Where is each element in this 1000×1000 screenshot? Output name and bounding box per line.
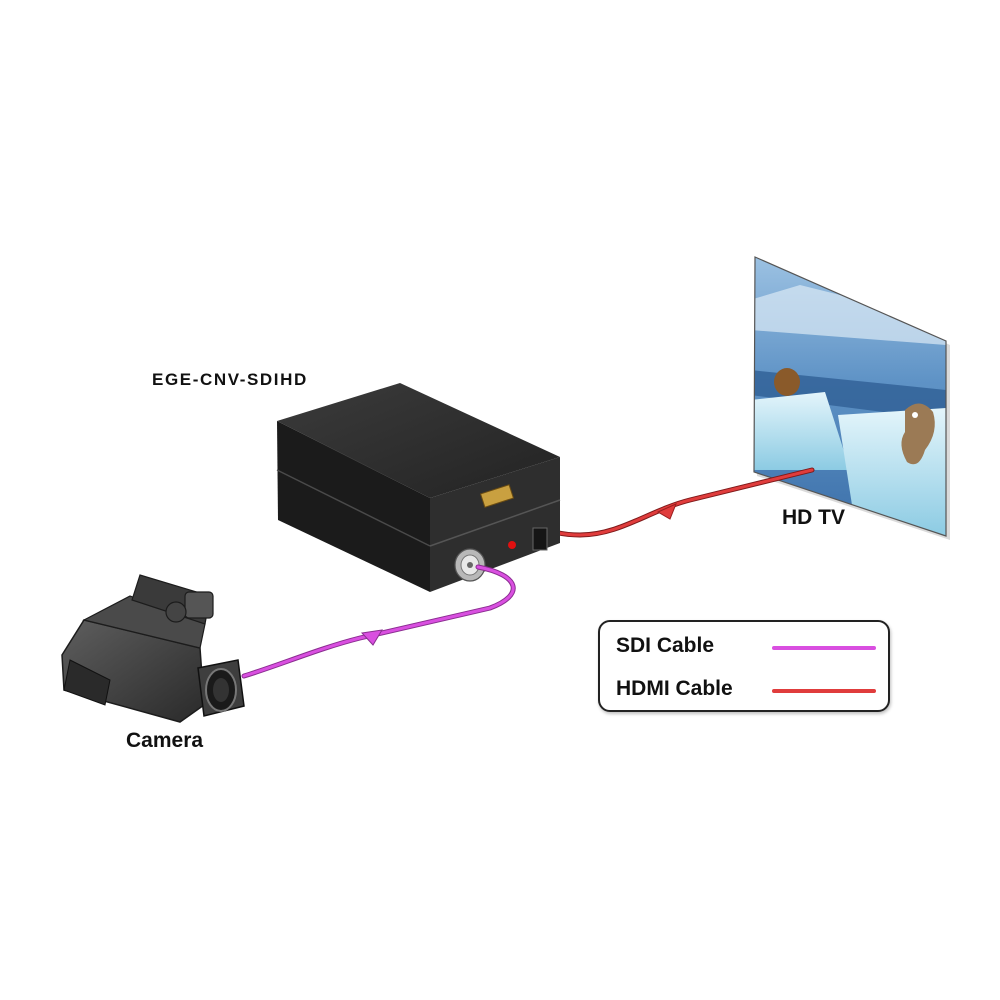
cable-legend: SDI Cable HDMI Cable: [598, 620, 890, 712]
device-model-label: EGE-CNV-SDIHD: [152, 370, 308, 389]
tv-label: HD TV: [782, 506, 845, 529]
legend-label-hdmi: HDMI Cable: [616, 677, 733, 700]
tv-screen-icon: [753, 256, 950, 540]
sdi-cable: [241, 564, 516, 679]
hdmi-port-icon: [479, 484, 515, 508]
legend-label-sdi: SDI Cable: [616, 634, 715, 657]
legend-swatch-hdmi: [772, 689, 876, 693]
sdi-direction-arrow: [360, 629, 383, 646]
power-led-icon: [508, 541, 516, 549]
camcorder-icon: [61, 574, 245, 723]
camera-label: Camera: [126, 729, 204, 752]
converter-box-icon: [276, 383, 561, 592]
power-jack-icon: [532, 527, 548, 551]
legend-swatch-sdi: [772, 646, 876, 650]
hdmi-direction-arrow: [656, 503, 677, 520]
bnc-connector-icon: [454, 548, 486, 582]
